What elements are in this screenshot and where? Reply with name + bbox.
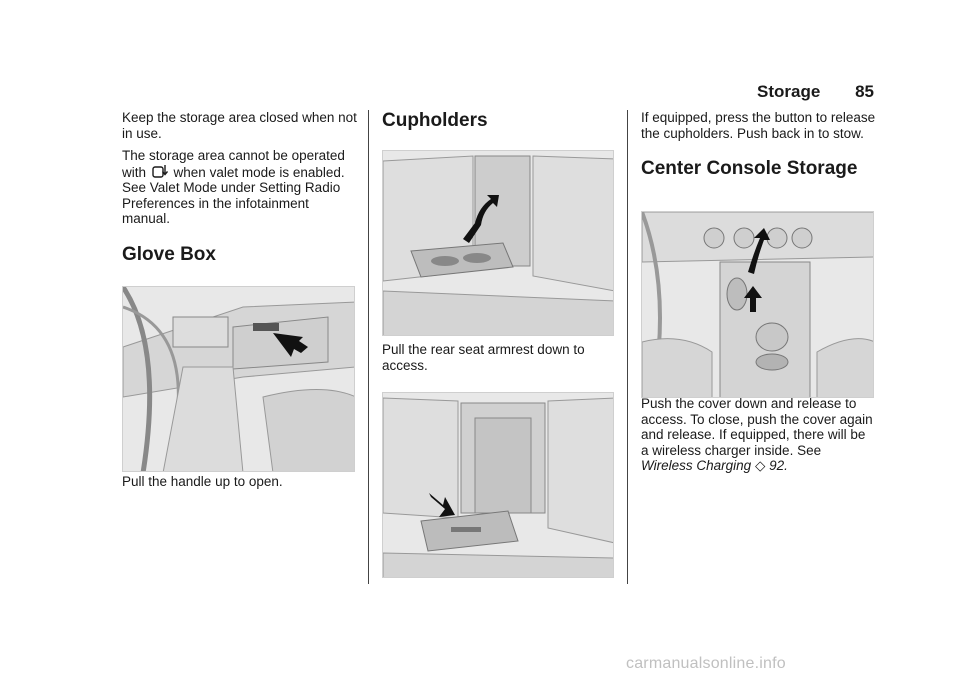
column-3: If equipped, press the button to release…	[641, 110, 876, 481]
valet-mode-link[interactable]: Valet Mode	[149, 180, 218, 195]
radio-preferences-link[interactable]: Setting Radio Preferences	[122, 180, 341, 211]
cupholders-caption: Pull the rear seat armrest down to acces…	[382, 342, 585, 373]
page-ref-arrow-icon: ◇	[754, 458, 766, 473]
valet-mode-text: The storage area cannot be operated with…	[122, 148, 345, 226]
page-header: Storage 85	[757, 82, 874, 102]
center-console-illustration	[641, 211, 874, 398]
wireless-charging-page-ref[interactable]: 92.	[769, 458, 788, 473]
wireless-charging-link[interactable]: Wireless Charging	[641, 458, 752, 473]
column-1: Keep the storage area closed when not in…	[122, 110, 357, 496]
cupholders-heading: Cupholders	[382, 110, 488, 131]
column-divider-2	[627, 110, 628, 584]
cupholder-release-text: If equipped, press the button to release…	[641, 110, 876, 141]
watermark-text: carmanualsonline.info	[626, 655, 786, 672]
center-console-caption: Push the cover down and release to acces…	[641, 396, 873, 473]
storage-closed-text: Keep the storage area closed when not in…	[122, 110, 357, 141]
glove-box-caption: Pull the handle up to open.	[122, 473, 283, 489]
column-2: Cupholders Pull the rear seat armrest do…	[382, 110, 617, 380]
section-title: Storage	[757, 82, 821, 101]
center-console-heading: Center Console Storage	[641, 158, 858, 179]
page-number: 85	[855, 82, 874, 101]
glove-box-illustration	[122, 286, 355, 472]
cupholder-release-illustration	[382, 392, 614, 578]
glove-box-heading: Glove Box	[122, 243, 216, 265]
valet-key-icon	[152, 164, 168, 178]
armrest-illustration	[382, 150, 614, 336]
column-divider-1	[368, 110, 369, 584]
